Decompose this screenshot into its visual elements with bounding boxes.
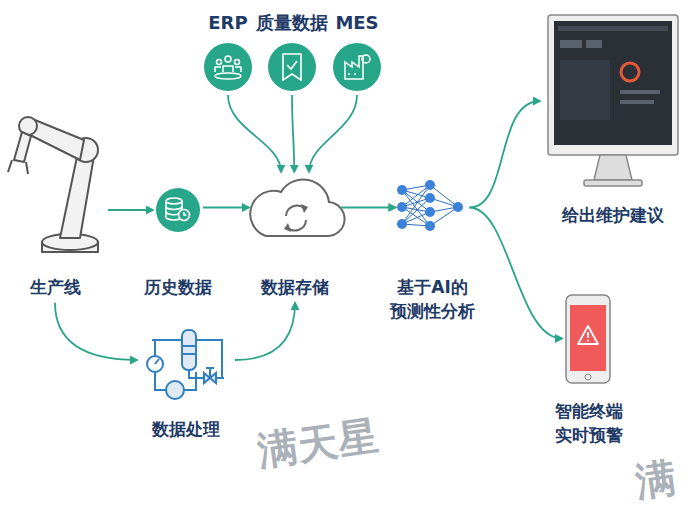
monitor: [548, 15, 678, 186]
watermark: 满: [632, 449, 679, 509]
production-line: 生产线: [5, 110, 105, 300]
node-label: 数据存储: [245, 276, 345, 300]
mes-source: MES: [322, 10, 392, 92]
icon-slot: [140, 320, 232, 400]
icon-slot: [5, 110, 105, 262]
erp-source: ERP: [193, 10, 263, 92]
icon-slot: [332, 42, 382, 92]
icon-slot: [399, 180, 467, 235]
watermark: 满天星: [255, 408, 381, 479]
icon-slot: [203, 42, 253, 92]
node-label: 智能终端 实时预警: [530, 400, 647, 448]
flow-arrow: [235, 303, 295, 360]
history-data: 历史数据: [133, 188, 223, 300]
node-label: 基于AI的 预测性分析: [380, 276, 485, 324]
flow-arrow: [108, 209, 153, 211]
icon-slot: [565, 292, 612, 385]
icon-slot: [156, 188, 200, 232]
terminal-alert: 智能终端 实时预警: [530, 292, 647, 448]
node-label: 质量数据: [252, 10, 332, 35]
smartphone: [566, 295, 610, 383]
database-icon: [156, 188, 200, 232]
maintenance-advice: 给出维护建议: [543, 12, 682, 228]
flow-arrow: [228, 95, 281, 172]
node-label: ERP: [193, 10, 263, 35]
flow-arrow: [470, 101, 541, 208]
quality-icon: [268, 43, 316, 91]
cloud-storage: [250, 179, 344, 236]
icon-slot: [543, 12, 682, 190]
robot-arm: [8, 117, 98, 252]
node-label: 数据处理: [136, 418, 236, 442]
ai-analysis: 基于AI的 预测性分析: [380, 180, 485, 324]
data-storage: 数据存储: [245, 175, 345, 300]
flow-arrow: [292, 95, 294, 172]
flow-arrow: [55, 303, 137, 360]
node-label: MES: [322, 10, 392, 35]
mes-icon: [333, 43, 381, 91]
process-plant: [147, 330, 224, 399]
node-label: 给出维护建议: [543, 204, 682, 228]
quality-source: 质量数据: [252, 10, 332, 92]
neural-network: [397, 180, 463, 231]
icon-slot: [252, 175, 338, 240]
node-label: 历史数据: [133, 276, 223, 300]
flow-arrow: [309, 95, 357, 172]
data-processing: 数据处理: [136, 320, 236, 442]
flow-arrow: [203, 207, 249, 209]
node-label: 生产线: [5, 276, 105, 300]
flow-arrow: [341, 207, 396, 209]
icon-slot: [267, 42, 317, 92]
flow-arrow: [470, 208, 563, 339]
erp-icon: [204, 43, 252, 91]
